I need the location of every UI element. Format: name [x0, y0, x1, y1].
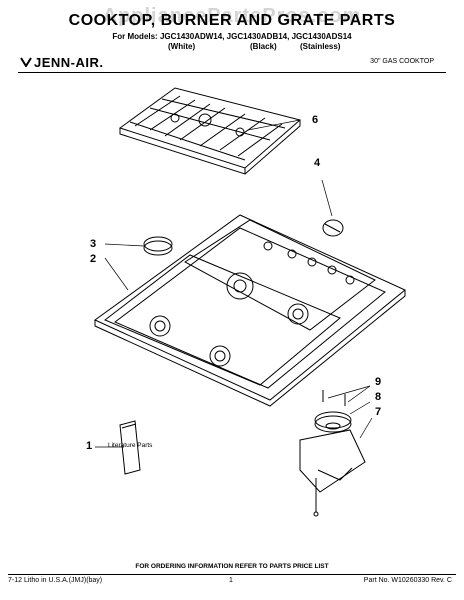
- watermark: AppliancePartsPros.com: [102, 5, 362, 27]
- grate-drawing: [118, 87, 302, 175]
- page-number: 1: [229, 577, 233, 584]
- leader-7: [359, 417, 373, 439]
- callout-9: 9: [375, 376, 382, 388]
- knob-drawing: [322, 219, 344, 237]
- ordering-info: FOR ORDERING INFORMATION REFER TO PARTS …: [135, 563, 329, 570]
- brand-name: JENN-AIR.: [34, 55, 104, 70]
- header-divider: [18, 72, 446, 73]
- variant-black: (Black): [250, 42, 277, 51]
- leader-9b: [347, 385, 371, 403]
- variant-white: (White): [168, 42, 196, 51]
- callout-3: 3: [90, 238, 97, 250]
- leader-4: [247, 119, 301, 131]
- leader-3: [104, 243, 145, 247]
- callout-7: 7: [375, 406, 382, 418]
- callout-8: 8: [375, 391, 382, 403]
- brand-logo: JENN-AIR.: [20, 55, 104, 70]
- literature-drawing: [119, 420, 141, 475]
- leader-8: [349, 401, 371, 415]
- leader-9a: [327, 385, 371, 399]
- variant-stainless: (Stainless): [300, 42, 341, 51]
- brand-mark-icon: [20, 55, 32, 70]
- print-info: 7-12 Litho in U.S.A.(JMJ)(bay): [8, 577, 103, 584]
- burner-cap-drawing: [143, 236, 173, 256]
- models-line: For Models: JGC1430ADW14, JGC1430ADB14, …: [112, 32, 352, 41]
- leader-6: [321, 179, 333, 217]
- burner-assembly-drawing: [299, 390, 366, 517]
- literature-parts-label: Literature Parts: [108, 442, 153, 449]
- callout-2: 2: [90, 253, 97, 265]
- footer-divider: [8, 574, 456, 575]
- leader-2: [104, 257, 129, 291]
- part-number: Part No. W10260330 Rev. C: [363, 577, 452, 584]
- callout-4: 6: [312, 114, 319, 126]
- cooktop-base-drawing: [94, 214, 406, 407]
- page-title: COOKTOP, BURNER AND GRATE PARTS: [68, 12, 396, 29]
- product-label: 30" GAS COOKTOP: [370, 58, 434, 65]
- callout-1: 1: [86, 440, 93, 452]
- callout-6: 4: [314, 157, 321, 169]
